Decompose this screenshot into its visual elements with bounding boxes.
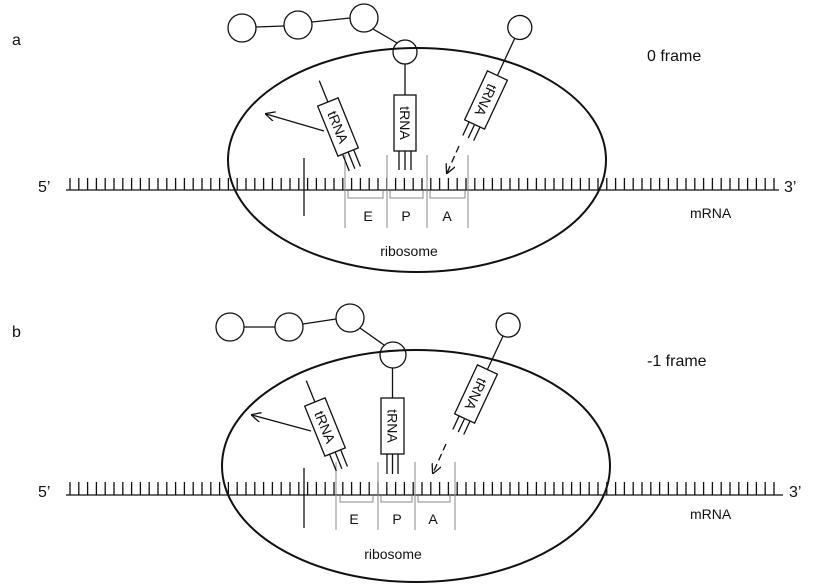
e-site-label: E [349,511,358,527]
trna-exit-arrow [266,114,325,132]
anticodon-leg [347,151,356,169]
anticodon-leg [353,149,362,167]
a-site-label: A [428,511,438,527]
amino-acid-circle [215,312,245,342]
five-prime-end: 5’ [38,179,50,196]
a-site-bracket [417,496,451,503]
anticodon-leg [467,124,476,139]
e-site-bracket [339,496,374,503]
anticodon-leg [334,451,343,469]
anticodon-leg [341,154,350,172]
a-site-label: A [442,208,452,224]
a-site-bracket [429,191,466,199]
trna-a-site: tRNA [452,312,521,435]
trna-stem [305,380,316,403]
p-site-label: P [401,208,410,224]
frame-label: -1 frame [647,353,707,370]
e-site-bracket [347,191,384,199]
trna-exit-arrow [252,415,312,432]
trna-stem [318,80,329,103]
mrna-label: mRNA [690,506,732,522]
panel-label: a [12,32,21,49]
trna-stem [486,335,504,370]
trna-label: tRNA [397,106,413,140]
trna-p-site: tRNA [380,368,405,474]
anticodon-leg [463,420,471,435]
p-site-bracket [389,191,424,199]
amino-acid-circle [335,303,365,333]
peptide-bond-line [372,28,398,44]
mrna-ticks [69,482,775,495]
three-prime-end: 3’ [789,484,801,501]
three-prime-end: 3’ [784,179,796,196]
amino-acid-circle [349,3,379,33]
anticodon-leg [473,126,481,141]
p-site-bracket [380,496,413,503]
panel-b: b -1 frame 5’ 3’ mRNA ribosome E P A [12,303,801,583]
peptide-bond-line [359,327,385,346]
trna-stem [496,38,516,76]
five-prime-end: 5’ [38,484,50,501]
anticodon-leg [328,454,337,472]
trna-e-site: tRNA [316,80,362,172]
frame-label: 0 frame [647,48,701,65]
peptide-chain [215,303,407,369]
trna-a-site: tRNA [462,14,533,141]
anticodon-leg [340,449,349,467]
ribosome-outline [227,47,607,273]
amino-acid-circle [227,13,257,43]
anticodon-leg [462,121,470,136]
trna-entry-arrow [433,443,447,473]
panel-a: a 0 frame 5’ 3’ mRNA ribosome E P A [12,3,796,273]
peptide-bond-line [302,318,337,325]
amino-acid-circle [392,39,418,65]
amino-acid-circle [379,341,407,369]
mrna-ticks [69,178,775,190]
amino-acid-circle [507,14,533,41]
amino-acid-circle [495,312,521,338]
trna-e-site: tRNA [303,380,349,472]
trna-p-site: tRNA [393,64,417,170]
trna-label: tRNA [385,409,401,443]
e-site-label: E [363,208,372,224]
anticodon-leg [452,415,460,430]
p-site-label: P [392,511,401,527]
ribosome-label: ribosome [364,546,422,562]
trna-entry-arrow [447,145,460,173]
mrna-label: mRNA [690,205,732,221]
anticodon-leg [457,418,466,433]
amino-acid-circle [283,10,313,40]
peptide-chain [227,3,418,65]
ribosome-outline [221,349,611,583]
peptide-bond-line [311,17,351,23]
peptide-bond-line [255,25,285,28]
amino-acid-circle [274,312,304,342]
panel-label: b [12,324,21,341]
ribosome-label: ribosome [380,243,438,259]
